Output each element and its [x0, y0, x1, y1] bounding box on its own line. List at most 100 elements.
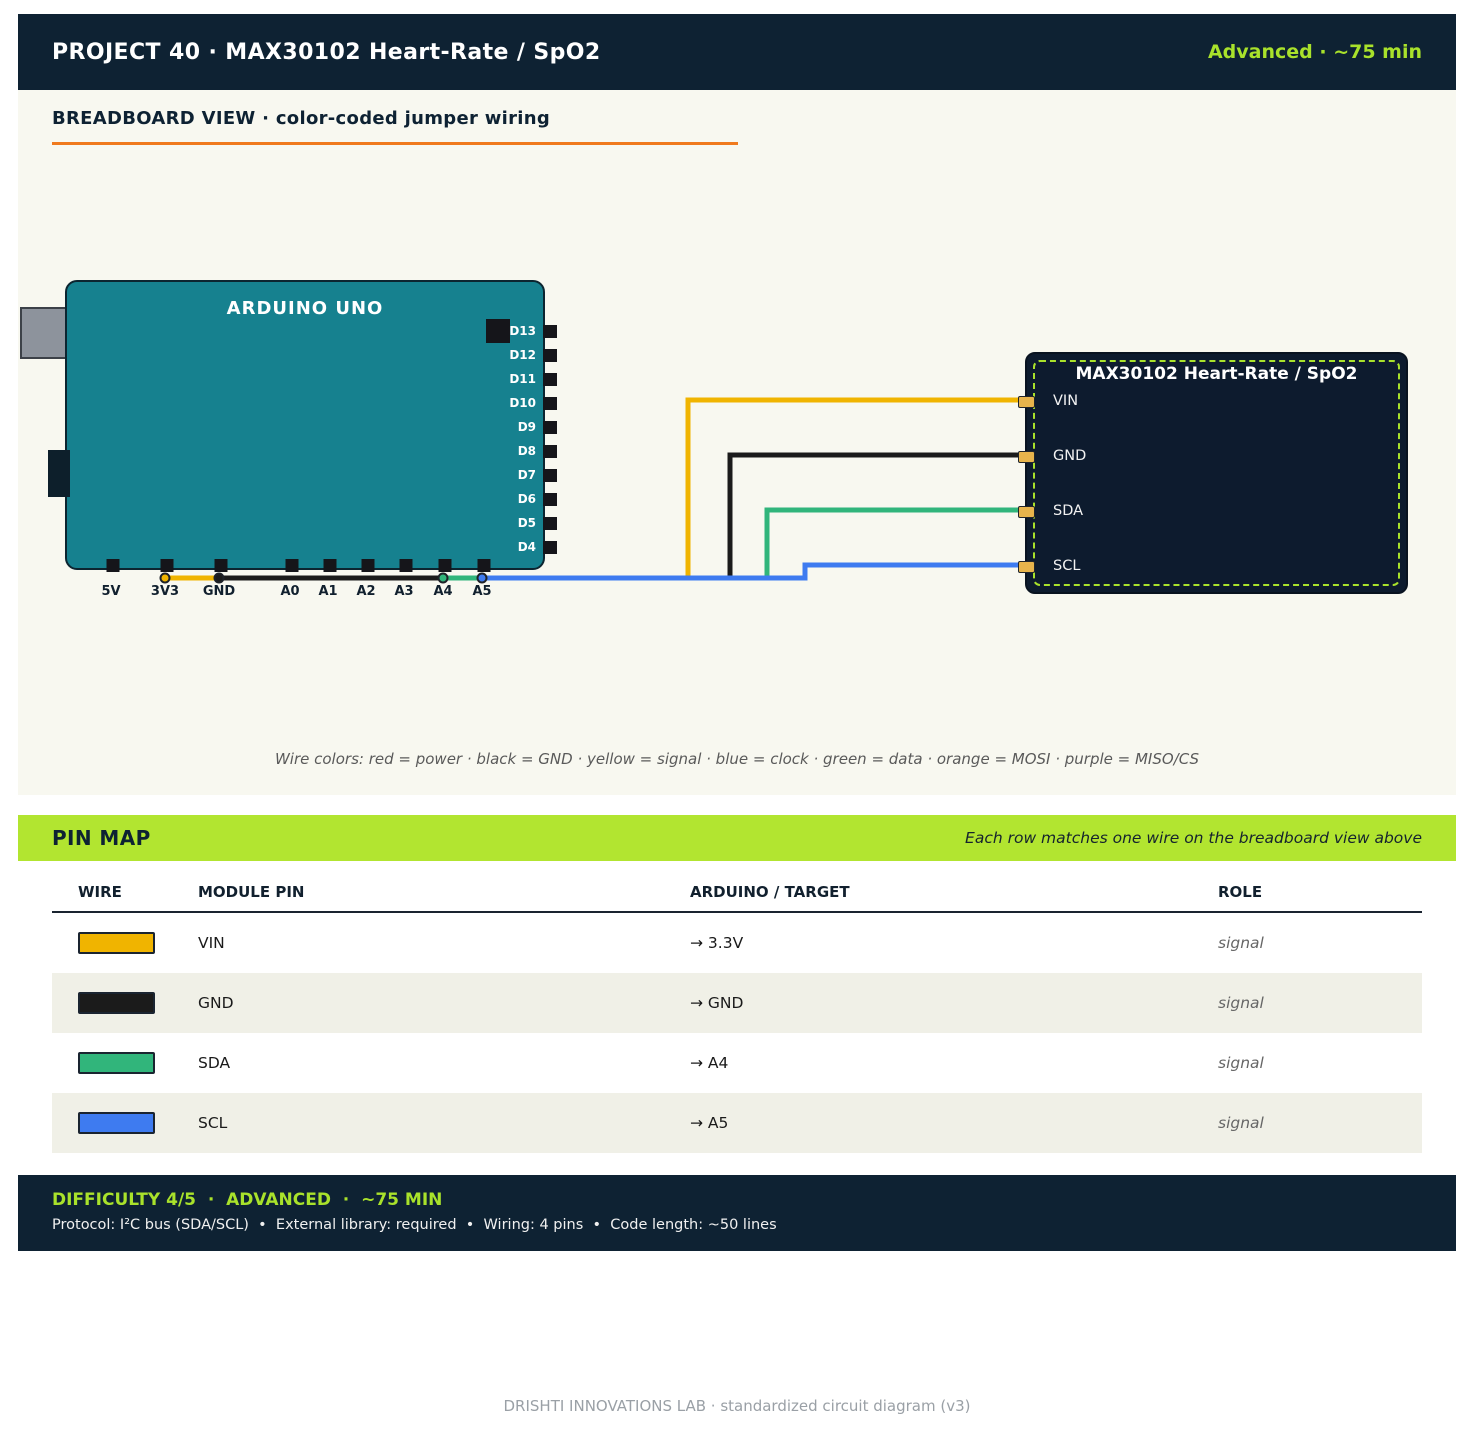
module-pin-cell: VIN — [198, 934, 225, 952]
orange-rule — [52, 142, 738, 145]
wire-swatch-gnd — [78, 992, 155, 1014]
pin-map-subtitle: Each row matches one wire on the breadbo… — [965, 829, 1422, 847]
wire-color-legend: Wire colors: red = power · black = GND ·… — [274, 750, 1200, 768]
digital-pin-row: D10 — [509, 396, 557, 410]
max30102-module: MAX30102 Heart-Rate / SpO2 VIN GND SDA S… — [1018, 352, 1408, 594]
arduino-board: ARDUINO UNO D13 D12 D11 D10 D9 D8 D7 D6 … — [65, 280, 557, 572]
wire-dot-a4 — [437, 572, 449, 584]
module-pin-label-gnd: GND — [1053, 448, 1087, 464]
wires-layer — [165, 397, 1032, 581]
role-cell: signal — [1218, 934, 1264, 952]
wire-dot-3v3 — [159, 572, 171, 584]
power-jack — [48, 450, 70, 497]
col-header-wire: WIRE — [78, 883, 122, 901]
wire-vin — [165, 397, 1032, 581]
module-pad-gnd — [1018, 451, 1035, 463]
table-header-row: WIRE MODULE PIN ARDUINO / TARGET ROLE — [52, 873, 1422, 913]
digital-pin-row: D13 — [509, 324, 557, 338]
bottom-pin-leg-3v3 — [160, 559, 174, 572]
bottom-pin-leg-a5 — [477, 559, 491, 572]
pin-label-a0: A0 — [280, 584, 300, 599]
pin-leg — [543, 516, 557, 530]
pin-label-d10: D10 — [509, 396, 536, 410]
pin-label-d13: D13 — [509, 324, 536, 338]
module-pin-label-vin: VIN — [1053, 393, 1079, 409]
pin-label-d12: D12 — [509, 348, 536, 362]
target-cell: → A4 — [690, 1054, 729, 1072]
pin-leg — [543, 372, 557, 386]
module-pad-scl — [1018, 561, 1035, 573]
pin-leg — [543, 540, 557, 554]
target-cell: → 3.3V — [690, 934, 744, 952]
wire-scl — [482, 562, 1032, 581]
wire-sda — [443, 507, 1032, 581]
pin-label-a3: A3 — [394, 584, 414, 599]
col-header-module-pin: MODULE PIN — [198, 883, 305, 901]
module-pin-cell: GND — [198, 994, 234, 1012]
pin-leg — [543, 420, 557, 434]
pin-label-gnd: GND — [202, 584, 236, 599]
module-dashed-border — [1033, 360, 1400, 586]
digital-pin-row: D4 — [518, 540, 557, 554]
wire-swatch-vin — [78, 932, 155, 954]
usb-connector — [20, 307, 68, 359]
digital-pin-row: D12 — [509, 348, 557, 362]
pin-label-a1: A1 — [318, 584, 338, 599]
pin-label-a2: A2 — [356, 584, 376, 599]
module-pin-cell: SDA — [198, 1054, 231, 1072]
difficulty-title: DIFFICULTY 4/5 · ADVANCED · ~75 MIN — [52, 1190, 443, 1210]
pin-label-d8: D8 — [517, 444, 536, 458]
wire-dot-gnd — [213, 572, 225, 584]
table-row: SDA → A4 signal — [52, 1033, 1422, 1093]
module-title: MAX30102 Heart-Rate / SpO2 — [1075, 364, 1358, 384]
wire-swatch-sda — [78, 1052, 155, 1074]
pin-label-d4: D4 — [517, 540, 536, 554]
digital-pin-row: D5 — [518, 516, 557, 530]
pin-label-3v3: 3V3 — [150, 584, 180, 599]
module-pin-label-sda: SDA — [1053, 503, 1084, 519]
footer-text: DRISHTI INNOVATIONS LAB · standardized c… — [503, 1397, 971, 1415]
digital-pin-row: D6 — [518, 492, 557, 506]
breadboard-view: BREADBOARD VIEW · color-coded jumper wir… — [18, 90, 1456, 795]
difficulty-details: Protocol: I²C bus (SDA/SCL) • External l… — [52, 1217, 777, 1233]
pin-leg — [543, 492, 557, 506]
pin-label-a5: A5 — [472, 584, 492, 599]
bottom-pin-leg-a3 — [399, 559, 413, 572]
module-pad-vin — [1018, 396, 1035, 408]
pin-label-d5: D5 — [517, 516, 536, 530]
wire-swatch-scl — [78, 1112, 155, 1134]
digital-pin-row: D9 — [518, 420, 557, 434]
pin-leg — [543, 444, 557, 458]
table-row: SCL → A5 signal — [52, 1093, 1422, 1153]
pin-leg — [543, 324, 557, 338]
bottom-pin-leg-a4 — [438, 559, 452, 572]
pin-label-d7: D7 — [517, 468, 536, 482]
bottom-pin-leg-gnd — [214, 559, 228, 572]
target-cell: → GND — [690, 994, 744, 1012]
d13-led-chip — [486, 319, 510, 343]
role-cell: signal — [1218, 994, 1264, 1012]
pin-label-d6: D6 — [517, 492, 536, 506]
table-row: GND → GND signal — [52, 973, 1422, 1033]
bottom-pin-leg-5v — [106, 559, 120, 572]
module-pad-sda — [1018, 506, 1035, 518]
pin-map-header-bar: PIN MAP Each row matches one wire on the… — [18, 815, 1456, 861]
difficulty-bar: DIFFICULTY 4/5 · ADVANCED · ~75 MIN Prot… — [18, 1175, 1456, 1251]
arduino-label: ARDUINO UNO — [226, 298, 384, 319]
col-header-role: ROLE — [1218, 883, 1263, 901]
target-cell: → A5 — [690, 1114, 729, 1132]
page-title: PROJECT 40 · MAX30102 Heart-Rate / SpO2 — [52, 39, 601, 65]
pin-label-d9: D9 — [517, 420, 536, 434]
pin-leg — [543, 396, 557, 410]
bottom-pin-leg-a1 — [323, 559, 337, 572]
role-cell: signal — [1218, 1054, 1264, 1072]
bottom-pin-leg-a0 — [285, 559, 299, 572]
module-pin-label-scl: SCL — [1053, 558, 1081, 574]
breadboard-section-title: BREADBOARD VIEW · color-coded jumper wir… — [52, 108, 551, 129]
difficulty-badge: Advanced · ~75 min — [1207, 41, 1422, 63]
bottom-pin-leg-a2 — [361, 559, 375, 572]
digital-pin-row: D11 — [509, 372, 557, 386]
col-header-target: ARDUINO / TARGET — [690, 883, 850, 901]
role-cell: signal — [1218, 1114, 1264, 1132]
pin-leg — [543, 348, 557, 362]
